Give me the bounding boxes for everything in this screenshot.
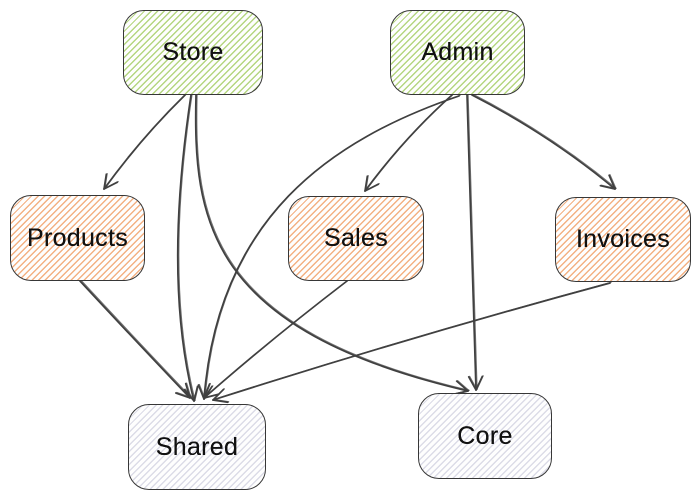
node-admin-label: Admin	[421, 38, 494, 66]
node-store-label: Store	[162, 38, 224, 66]
edge-admin-core	[466, 93, 484, 391]
edge-store-shared	[176, 93, 199, 402]
node-invoices-label: Invoices	[575, 225, 671, 253]
node-store: Store	[123, 10, 263, 95]
node-admin: Admin	[390, 10, 525, 95]
node-sales: Sales	[288, 196, 424, 281]
node-core-label: Core	[457, 421, 513, 450]
node-shared: Shared	[128, 404, 266, 490]
node-products-label: Products	[26, 223, 129, 252]
edge-products-shared	[79, 279, 192, 399]
node-sales-label: Sales	[323, 224, 389, 252]
edge-admin-invoices	[471, 93, 617, 190]
node-products: Products	[10, 195, 145, 281]
node-core: Core	[418, 393, 552, 479]
edge-invoices-shared	[212, 281, 612, 404]
edge-store-products	[103, 93, 187, 190]
edge-store-core	[194, 93, 470, 396]
node-shared-label: Shared	[155, 432, 239, 461]
node-invoices: Invoices	[555, 197, 691, 282]
edge-admin-sales	[364, 93, 454, 192]
edge-sales-shared	[203, 279, 349, 399]
